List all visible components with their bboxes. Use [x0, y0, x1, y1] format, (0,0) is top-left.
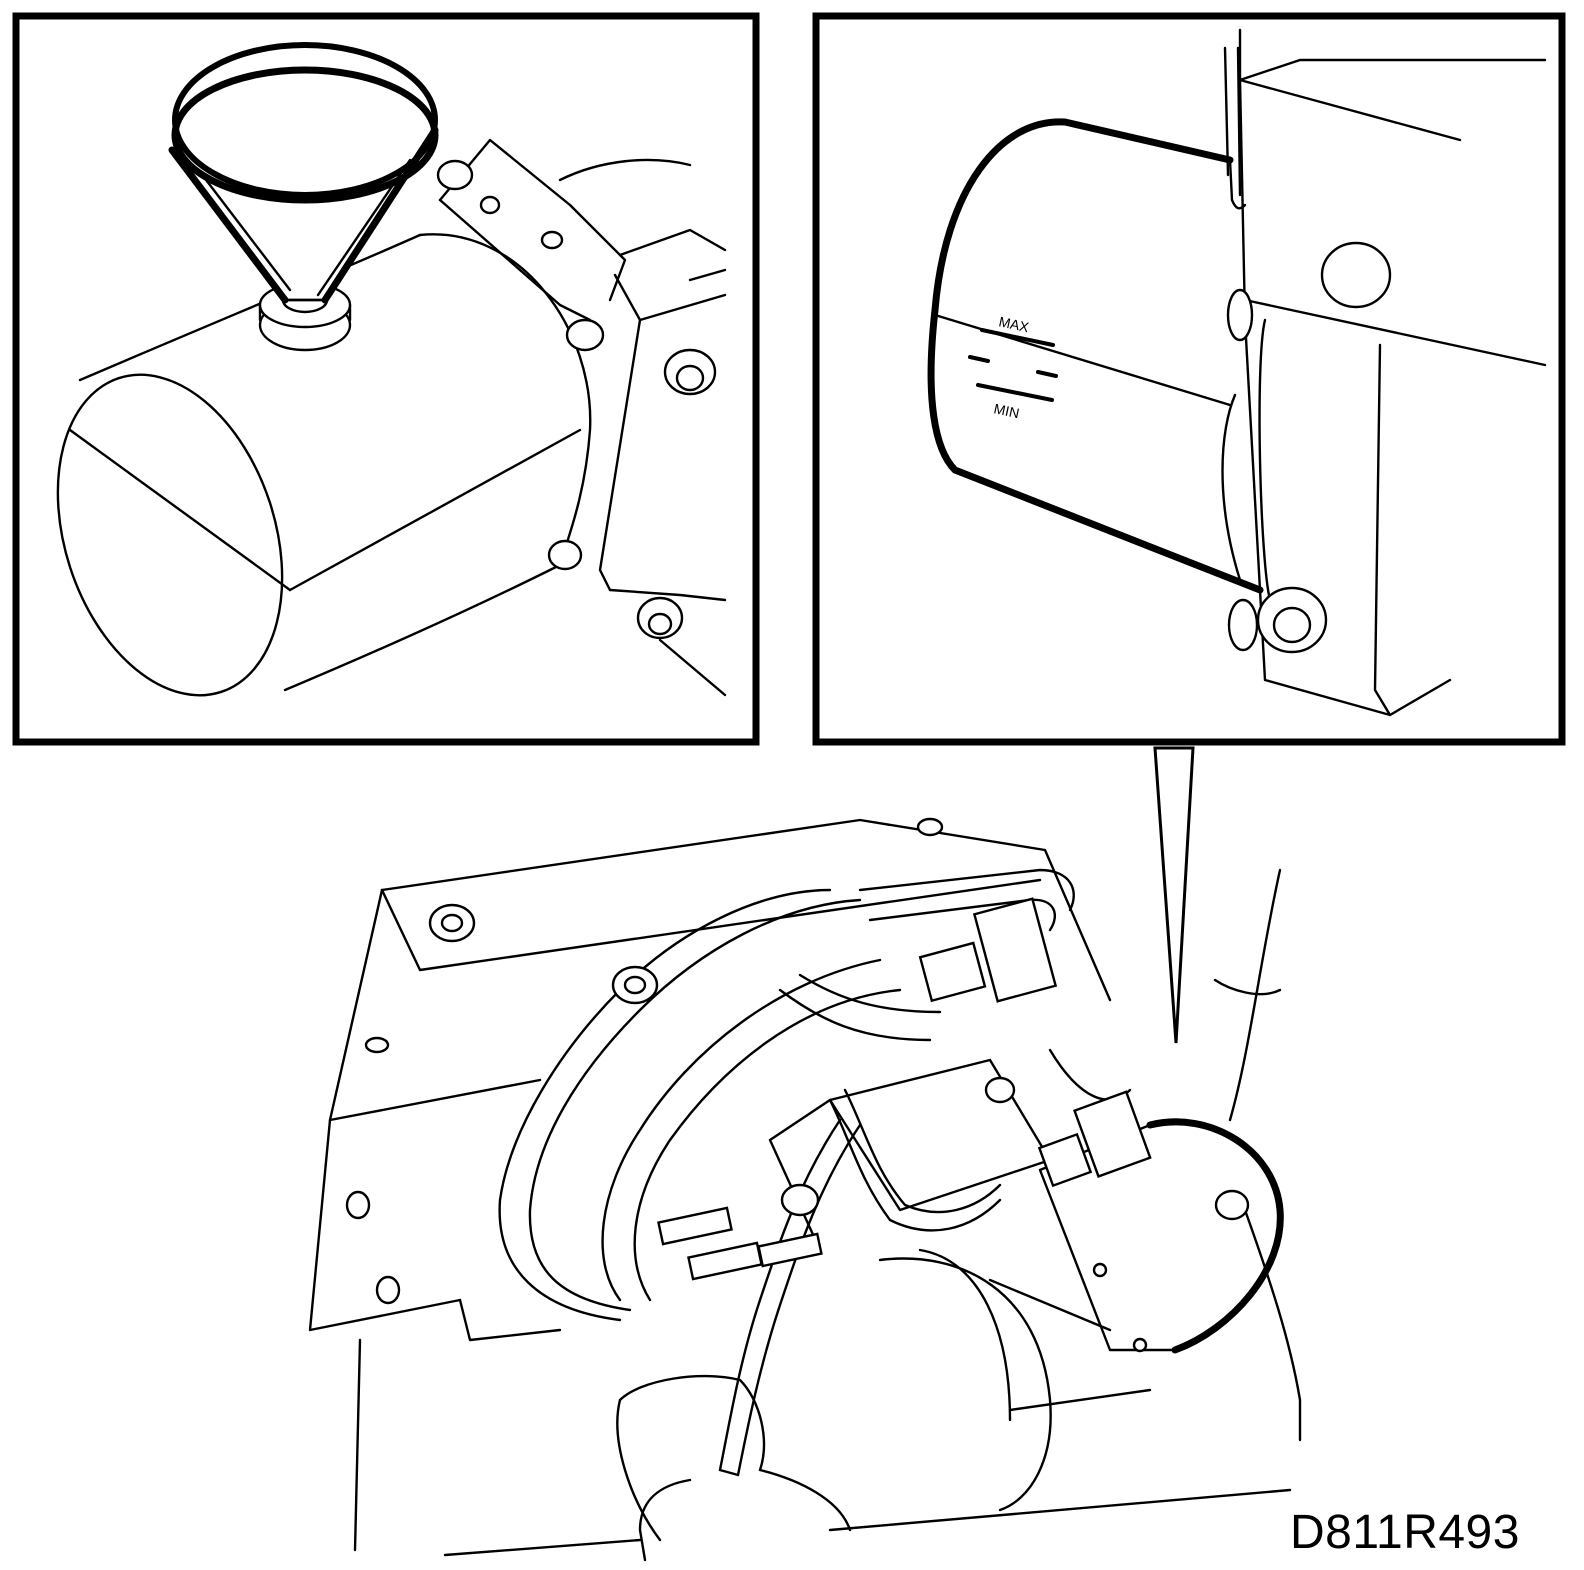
hose-bundle — [498, 868, 1132, 1477]
max-mark-label: MAX — [997, 313, 1031, 335]
connectors — [611, 897, 1152, 1281]
min-mark-label: MIN — [992, 400, 1020, 421]
tank-side-view — [56, 233, 592, 697]
hand — [616, 1374, 852, 1562]
panel-filling — [12, 12, 760, 746]
mounting-bracket — [308, 817, 1112, 1342]
main-view — [308, 817, 1302, 1562]
funnel — [168, 42, 439, 304]
callout-pointer — [1153, 746, 1195, 1044]
gauge-bracket — [1223, 28, 1547, 717]
pump-housing — [436, 138, 727, 697]
drawing-code-label: D811R493 — [1290, 1506, 1520, 1559]
panel-level-gauge: MAX MIN — [812, 12, 1566, 746]
level-gauge-marks: MAX MIN — [968, 313, 1058, 421]
panel-frame-right — [812, 12, 1566, 746]
